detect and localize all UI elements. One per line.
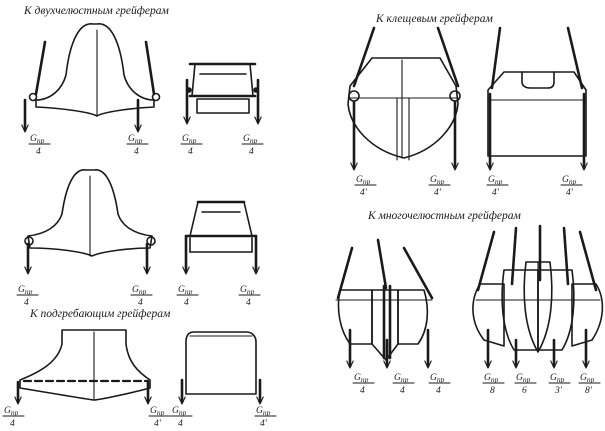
svg-text:4: 4 [178, 419, 183, 429]
svg-text:Gпр: Gпр [18, 285, 33, 296]
multi-jaw-grab-three [335, 238, 434, 369]
svg-text:Gпр: Gпр [430, 373, 445, 384]
svg-text:Gпр: Gпр [550, 373, 565, 384]
scraping-front-left-load: Gпр 4 [170, 406, 193, 429]
svg-text:Gпр: Gпр [356, 175, 371, 186]
svg-text:3': 3' [554, 386, 563, 396]
two-jaw-1-right-load: Gпр 4 [126, 134, 149, 157]
svg-text:Gпр: Gпр [30, 134, 45, 145]
svg-text:4: 4 [400, 386, 405, 396]
two-jaw-front-2-left-load: Gпр 4 [176, 285, 199, 308]
svg-text:4: 4 [138, 298, 143, 308]
svg-text:Gпр: Gпр [240, 285, 255, 296]
scraping-grab-front [178, 331, 264, 405]
title-two-jaw: К двухчелюстным грейферам [23, 4, 169, 17]
svg-text:4': 4' [434, 188, 442, 198]
svg-text:Gпр: Gпр [178, 285, 193, 296]
svg-text:4': 4' [154, 419, 162, 429]
svg-text:Gпр: Gпр [150, 406, 165, 417]
svg-text:Gпр: Gпр [394, 373, 409, 384]
svg-text:8': 8' [585, 386, 593, 396]
title-pincer: К клещевым грейферам [375, 12, 493, 25]
svg-text:Gпр: Gпр [354, 373, 369, 384]
two-jaw-front-1-left-load: Gпр 4 [180, 134, 203, 157]
svg-text:Gпр: Gпр [172, 406, 187, 417]
svg-text:4: 4 [246, 298, 251, 308]
svg-text:Gпр: Gпр [182, 134, 197, 145]
svg-text:4: 4 [360, 386, 365, 396]
two-jaw-1-left-load: Gпр 4 [28, 134, 51, 157]
two-jaw-grab-front-1 [183, 62, 262, 125]
pincer-front-right-load: Gпр 4' [560, 175, 583, 198]
svg-text:Gпр: Gпр [243, 134, 258, 145]
pincer-grab-front [486, 26, 588, 171]
multi-three-load-2: Gпр 4 [392, 373, 415, 396]
two-jaw-2-left-load: Gпр 4 [16, 285, 39, 308]
multi-many-load-2: Gпр 6 [514, 373, 537, 396]
svg-text:Gпр: Gпр [484, 373, 499, 384]
pincer-front-left-load: Gпр 4' [486, 175, 509, 198]
svg-text:4: 4 [10, 419, 15, 429]
svg-text:8: 8 [490, 386, 495, 396]
svg-text:Gпр: Gпр [4, 406, 19, 417]
two-jaw-front-1-right-load: Gпр 4 [241, 134, 264, 157]
two-jaw-grab-side-1 [21, 23, 161, 133]
svg-text:4: 4 [184, 298, 189, 308]
two-jaw-grab-front-2 [182, 200, 260, 275]
svg-text:4: 4 [36, 147, 41, 157]
svg-text:4: 4 [24, 298, 29, 308]
svg-text:4: 4 [134, 147, 139, 157]
multi-many-load-3: Gпр 3' [548, 373, 571, 396]
multi-many-load-1: Gпр 8 [482, 373, 505, 396]
svg-text:Gпр: Gпр [488, 175, 503, 186]
svg-text:4': 4' [260, 419, 268, 429]
scraping-left-load: Gпр 4 [2, 406, 25, 429]
svg-text:4: 4 [436, 386, 441, 396]
multi-jaw-grab-many [472, 224, 604, 369]
svg-text:4': 4' [566, 188, 574, 198]
svg-text:4: 4 [188, 147, 193, 157]
svg-text:Gпр: Gпр [430, 175, 445, 186]
two-jaw-grab-side-2 [24, 169, 156, 275]
svg-text:Gпр: Gпр [256, 406, 271, 417]
scraping-front-right-load: Gпр 4' [254, 406, 277, 429]
svg-text:Gпр: Gпр [516, 373, 531, 384]
scraping-grab-side [14, 329, 152, 405]
title-multi-jaw: К многочелюстным грейферам [367, 209, 521, 222]
multi-many-load-4: Gпр 8' [578, 373, 601, 396]
svg-text:Gпр: Gпр [580, 373, 595, 384]
pincer-right-load: Gпр 4' [428, 175, 451, 198]
two-jaw-2-right-load: Gпр 4 [130, 285, 153, 308]
svg-text:4: 4 [249, 147, 254, 157]
svg-text:Gпр: Gпр [562, 175, 577, 186]
svg-text:Gпр: Gпр [132, 285, 147, 296]
two-jaw-front-2-right-load: Gпр 4 [238, 285, 261, 308]
title-scraping: К подгребающим грейферам [29, 307, 171, 320]
multi-three-load-1: Gпр 4 [352, 373, 375, 396]
scraping-right-load: Gпр 4' [148, 406, 171, 429]
pincer-grab-side [347, 26, 461, 171]
svg-text:6: 6 [522, 386, 527, 396]
svg-text:4': 4' [360, 188, 368, 198]
svg-text:4': 4' [492, 188, 500, 198]
svg-text:Gпр: Gпр [128, 134, 143, 145]
pincer-left-load: Gпр 4' [354, 175, 377, 198]
multi-three-load-3: Gпр 4 [428, 373, 451, 396]
